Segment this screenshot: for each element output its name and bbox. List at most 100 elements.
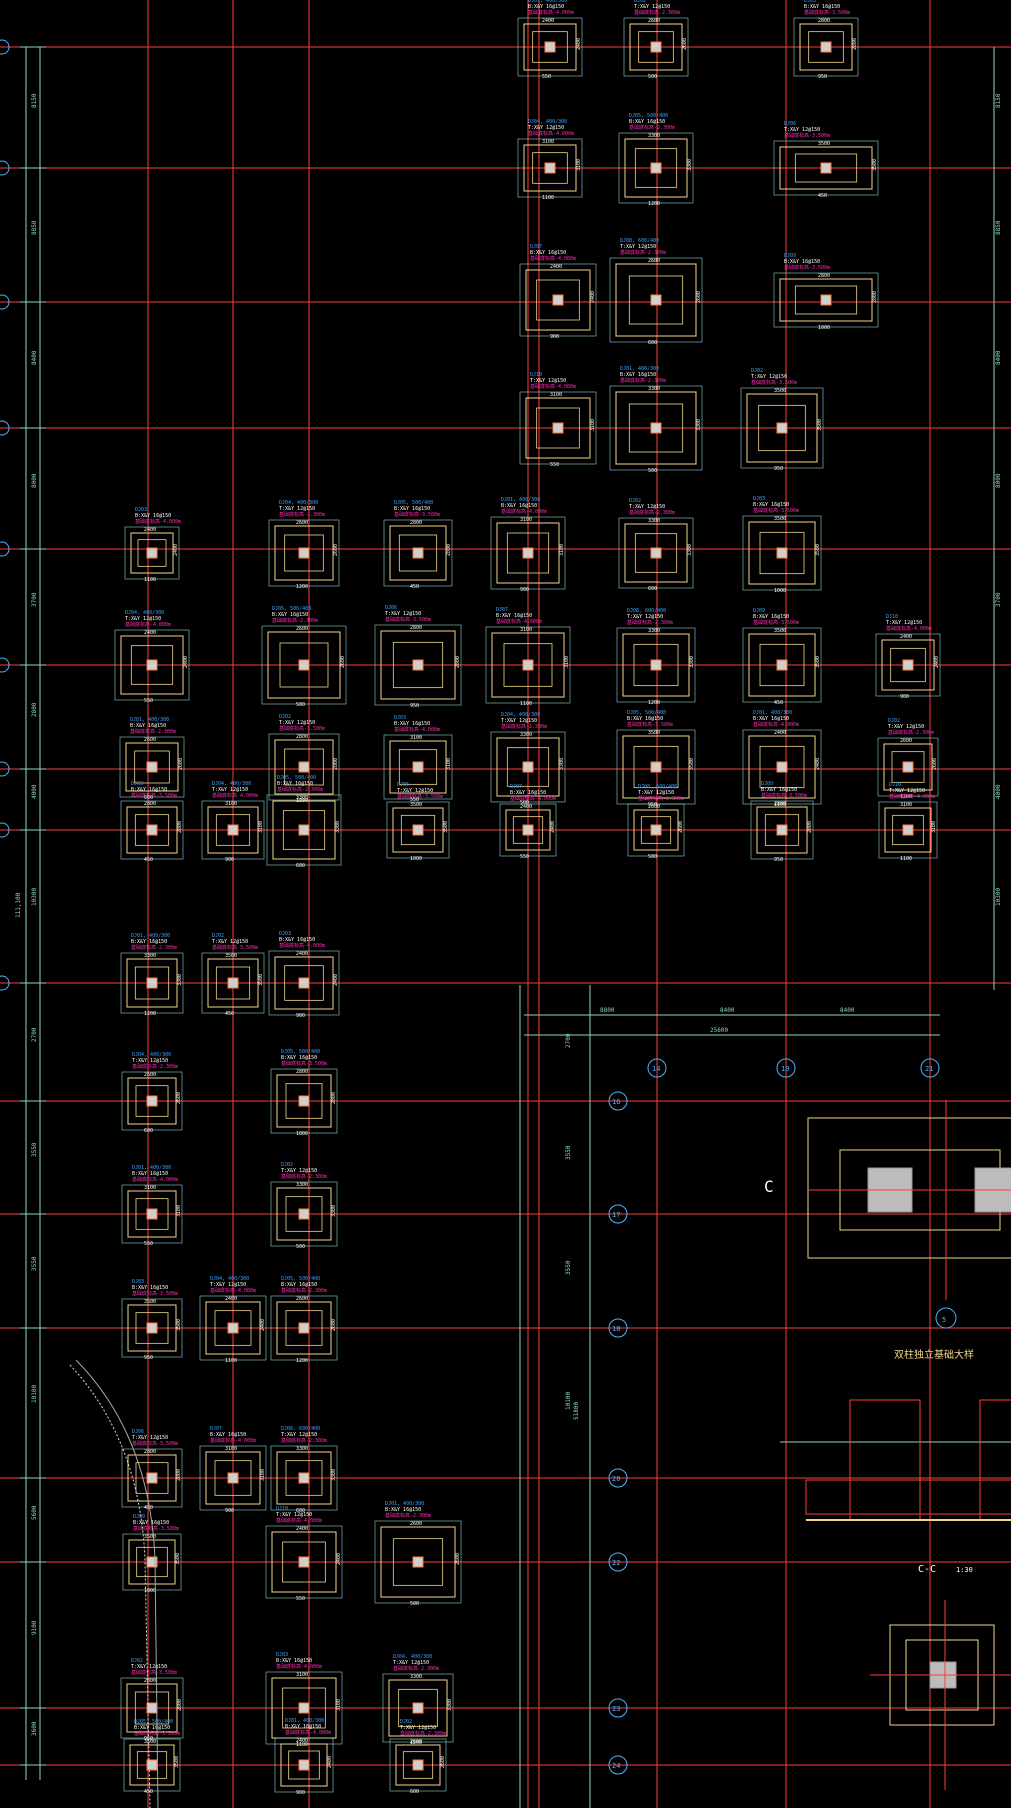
footing-label-rebar: T:X&Y 12@150 [886,620,922,626]
row-axis-bubble-text: 22 [612,1559,620,1567]
right-dimension-label: 8150 [995,93,1002,108]
footing-step [285,1310,323,1346]
footing-dim-box [374,1520,462,1604]
row-axis-bubble [608,1698,628,1718]
footing-label-name: DJ05, 500/400 [134,1719,173,1725]
footing-label-name: DJ03 [131,781,143,787]
footing-dim-side: 3300 [687,544,693,556]
footing-dim-top: 3100 [225,801,237,807]
footing-step [512,816,544,844]
left-dimension-label: 3550 [31,1142,38,1157]
footing-label-elevation: 基础底标高-2.300m [277,786,323,793]
footing-dim-top: 2600 [900,738,912,744]
footing-dim-box [123,1738,181,1792]
footing-dim-box [389,1738,447,1792]
footing-label-elevation: 基础底标高-2.300m [620,249,666,256]
footing-dim-box [268,519,340,587]
footing-label-elevation: 基础底标高-3.500m [784,132,830,139]
footing-label-elevation: 基础底标高-2.300m [281,1437,327,1444]
left-dimension-label: 10100 [31,1385,38,1403]
footing-dim-bottom: 450 [144,1505,153,1511]
footing-step [215,966,251,1000]
footing-dim-box [201,800,265,860]
footing-dim-side: 2800 [176,1469,182,1481]
footing-dim-top: 3100 [410,735,422,741]
footing-outline [272,800,336,860]
footing-dim-bottom: 500 [648,854,657,860]
footing-dim-box [485,626,571,704]
footing-dim-bottom: 1100 [225,1358,237,1364]
footing-label-elevation: 基础底标高-3.500m [385,616,431,623]
footing-label-rebar: B:X&Y 16@150 [530,250,566,256]
footing-step [506,532,550,574]
footing-dim-top: 2400 [520,804,532,810]
footing-dim-top: 2800 [410,520,422,526]
footing-dim-box [618,517,694,589]
column-section [820,41,832,53]
footing-label-name: DJ06 [132,1429,144,1435]
footing-step [392,641,444,689]
footing-label-name: DJ05, 500/400 [281,1049,320,1055]
footing-dim-side: 3500 [817,419,823,431]
footing-dim-side: 2600 [696,291,702,303]
row-axis-bubble [608,1204,628,1224]
left-dimension-label: 8000 [31,473,38,488]
footing-step [640,816,672,844]
footing-dim-bottom: 500 [296,702,305,708]
footing-outline [126,806,178,854]
column-section [298,977,310,989]
footing-label-rebar: B:X&Y 16@150 [753,614,789,620]
footing-outline [127,1077,177,1125]
footing-dim-side: 3100 [258,821,264,833]
column-section [650,162,662,174]
footing-outline [884,807,932,853]
footing-dim-top: 2400 [296,1738,308,1744]
footing-dim-side: 2600 [455,1553,461,1565]
footing-label-rebar: B:X&Y 16@150 [501,503,537,509]
footing-dim-side: 2600 [932,758,938,770]
footing-label-rebar: B:X&Y 16@150 [279,937,315,943]
footing-dim-bottom: 900 [520,587,529,593]
footing-dim-top: 2600 [296,1296,308,1302]
footing-dim-bottom: 950 [774,857,783,863]
footing-outline [128,1539,176,1585]
row-axis-bubble-text: 23 [612,1705,620,1713]
footing-dim-top: 2600 [648,258,660,264]
column-section [227,977,239,989]
column-section [902,824,914,836]
footing-label-rebar: B:X&Y 16@150 [761,787,797,793]
footing-label-rebar: B:X&Y 16@150 [496,613,532,619]
footing-dim-top: 2400 [296,1526,308,1532]
column-section [146,659,158,671]
footing-outline [615,391,697,465]
footing-label-name: DJ05, 500/400 [277,775,316,781]
column-section [412,1556,424,1568]
footing-label-elevation: 基础底标高-4.000m [528,130,574,137]
footing-outline [274,956,334,1010]
row-axis-bubble [608,1318,628,1338]
column-axis-bubble [920,1058,940,1078]
footing-label-elevation: 基础底标高-2.300m [627,619,673,626]
footing-step [794,285,858,315]
footing-dim-top: 3300 [410,1674,422,1680]
column-section [298,1472,310,1484]
footing-step [285,1083,323,1119]
footing-dim-box [609,385,703,471]
footing-label-name: DJ01, 400/300 [501,497,540,503]
footing-label-rebar: B:X&Y 16@150 [132,1171,168,1177]
footing-step [633,643,679,687]
right-dimension-label: 8000 [995,473,1002,488]
footing-step [532,31,568,63]
footing-dim-side: 2600 [176,1092,182,1104]
row-axis-bubble-text: 16 [612,1098,620,1106]
footing-label-elevation: 基础底标高-4.000m [132,1176,178,1183]
footing-step [214,1460,252,1496]
footing-label-rebar: B:X&Y 16@150 [528,4,564,10]
footing-label-name: DJ01, 400/300 [620,366,659,372]
section-footing [805,1479,1011,1515]
bottom-dim-total: 25600 [710,1027,728,1034]
footing-dim-side: 3100 [559,544,565,556]
column-section [146,1208,158,1220]
footing-dim-side: 3100 [446,758,452,770]
